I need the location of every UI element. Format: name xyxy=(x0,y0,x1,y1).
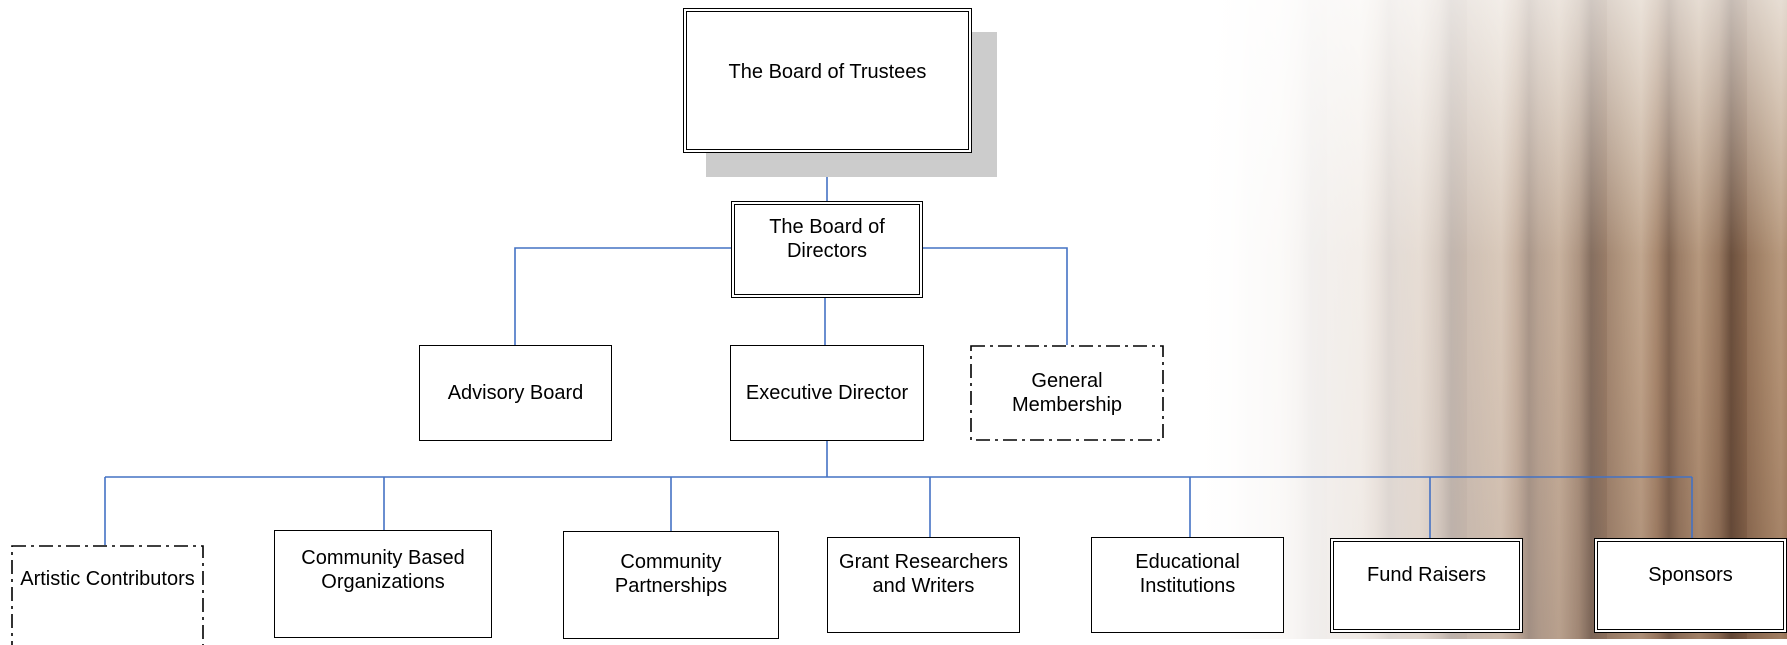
fund-raisers-box: Fund Raisers xyxy=(1330,538,1523,633)
dash-dot-border xyxy=(11,545,204,645)
board-of-directors-label: The Board of Directors xyxy=(769,216,885,262)
fund-raisers-label: Fund Raisers xyxy=(1367,564,1486,586)
artistic-contributors-label: Artistic Contributors xyxy=(20,568,195,590)
community-partnerships-box: Community Partnerships xyxy=(563,531,779,639)
board-of-trustees-box: The Board of Trustees xyxy=(683,8,972,153)
community-based-organizations-box: Community Based Organizations xyxy=(274,530,492,638)
board-of-directors-box: The Board of Directors xyxy=(731,201,923,298)
board-of-trustees-label: The Board of Trustees xyxy=(728,61,927,83)
educational-institutions-box: Educational Institutions xyxy=(1091,537,1284,633)
grant-researchers-box: Grant Researchers and Writers xyxy=(827,537,1020,633)
educational-institutions-label: Educational Institutions xyxy=(1135,551,1240,597)
grant-researchers-label: Grant Researchers and Writers xyxy=(839,551,1008,597)
directors-to-advisory-line xyxy=(514,247,732,345)
advisory-board-box: Advisory Board xyxy=(419,345,612,441)
general-membership-box: General Membership xyxy=(970,345,1164,441)
executive-director-box: Executive Director xyxy=(730,345,924,441)
general-membership-label: General Membership xyxy=(1011,370,1123,416)
sponsors-box: Sponsors xyxy=(1594,538,1787,633)
community-based-organizations-label: Community Based Organizations xyxy=(301,547,465,593)
executive-director-label: Executive Director xyxy=(745,382,909,404)
artistic-contributors-box: Artistic Contributors xyxy=(11,545,204,645)
directors-to-membership-line xyxy=(922,247,1068,345)
dash-dot-border xyxy=(970,345,1164,441)
classical-columns-photo xyxy=(1187,0,1787,639)
advisory-board-label: Advisory Board xyxy=(447,382,584,404)
sponsors-label: Sponsors xyxy=(1648,564,1733,586)
community-partnerships-label: Community Partnerships xyxy=(614,551,728,597)
